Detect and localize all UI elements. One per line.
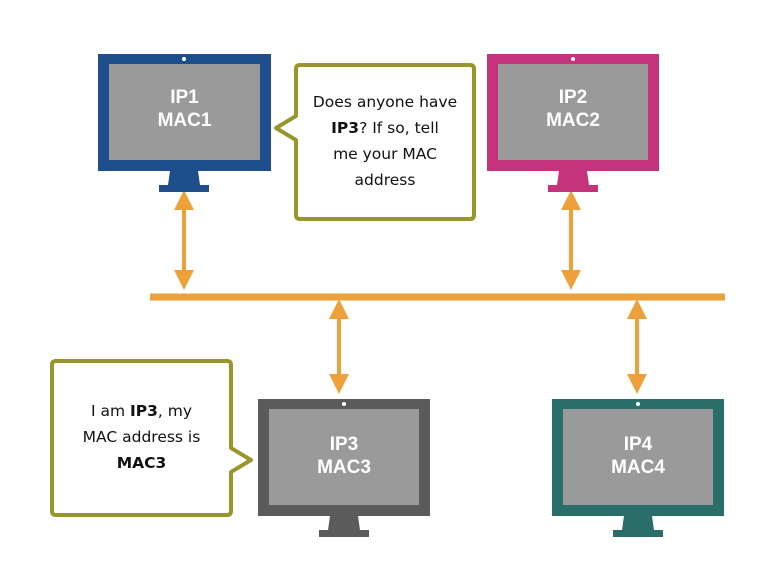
pc4-ip: IP4 (623, 434, 653, 455)
reply-ip-highlight: IP3 (129, 402, 158, 420)
pc4-label: IP4 MAC4 (563, 433, 713, 479)
pc4-screen (563, 409, 713, 505)
pc1-label: IP1 MAC1 (109, 86, 260, 132)
pc4-mac: MAC4 (611, 457, 665, 478)
computer-pc3 (258, 399, 430, 537)
pc2-camera-dot (571, 57, 575, 61)
request-ip-highlight: IP3 (331, 119, 360, 137)
request-line-3: me your MAC (333, 145, 437, 163)
pc1-base (159, 185, 209, 192)
reply-bubble-text: I am IP3, my MAC address is MAC3 (54, 398, 229, 476)
pc4-base (613, 530, 663, 537)
computer-pc2 (487, 54, 659, 192)
pc2-mac: MAC2 (546, 110, 600, 131)
pc3-screen (269, 409, 419, 505)
reply-line-1: I am IP3, my (54, 398, 229, 424)
pc3-mac: MAC3 (317, 457, 371, 478)
reply-mac-highlight: MAC3 (116, 454, 167, 472)
pc1-mac: MAC1 (157, 110, 212, 131)
pc3-label: IP3 MAC3 (269, 433, 419, 479)
pc3-ip: IP3 (329, 434, 359, 455)
pc2-base (548, 185, 598, 192)
computer-pc1 (98, 54, 271, 192)
reply-speech-bubble (50, 359, 253, 517)
pc2-label: IP2 MAC2 (498, 86, 648, 132)
pc2-ip: IP2 (558, 87, 588, 108)
pc1-screen (109, 64, 260, 160)
pc3-base (319, 530, 369, 537)
pc4-camera-dot (636, 402, 640, 406)
pc3-camera-dot (342, 402, 346, 406)
request-speech-bubble (274, 63, 476, 221)
request-line-1: Does anyone have (312, 93, 458, 111)
pc3-stand (328, 516, 360, 530)
pc1-ip: IP1 (170, 87, 199, 108)
computer-pc4 (552, 399, 724, 537)
reply-line-2: MAC address is (82, 428, 201, 446)
reply-line-3: MAC3 (54, 450, 229, 476)
request-line-2: IP3? If so, tell (298, 115, 472, 141)
request-line-4: address (354, 171, 416, 189)
pc1-stand (168, 171, 200, 185)
pc4-stand (622, 516, 654, 530)
reply-line-1-post: , my (157, 402, 193, 420)
pc2-screen (498, 64, 648, 160)
pc1-camera-dot (182, 57, 186, 61)
request-bubble-text: Does anyone have IP3? If so, tell me you… (298, 89, 472, 193)
pc2-stand (557, 171, 589, 185)
reply-line-1-pre: I am (90, 402, 130, 420)
request-line-2-rest: ? If so, tell (359, 119, 439, 137)
